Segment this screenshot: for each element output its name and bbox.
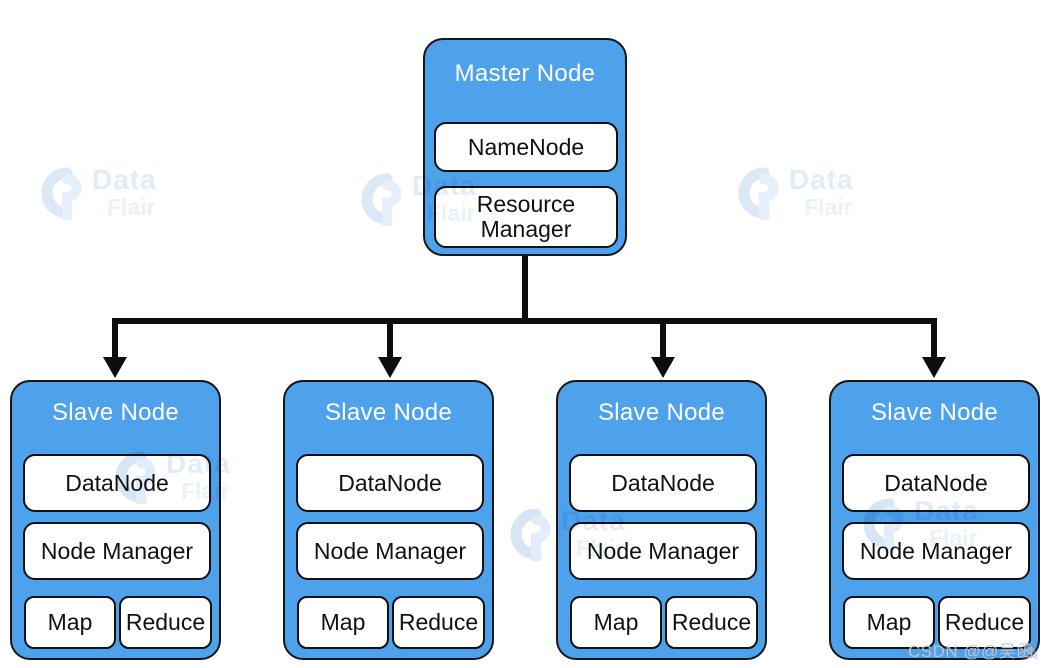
arrow-down-icon <box>103 357 127 378</box>
node-manager-box: Node Manager <box>569 522 757 580</box>
slave-node-title: Slave Node <box>870 399 999 426</box>
dataflair-wordmark: Data Flair <box>92 164 157 220</box>
master-node-box: Master Node NameNode Resource Manager <box>423 38 627 256</box>
datanode-box: DataNode <box>569 454 757 512</box>
connector-master-stem <box>522 256 528 322</box>
namenode-box: NameNode <box>434 122 618 172</box>
slave-node-title: Slave Node <box>324 399 453 426</box>
arrow-down-icon <box>651 357 675 378</box>
dataflair-logo-icon <box>738 167 779 220</box>
dataflair-logo-icon <box>41 167 82 220</box>
map-box: Map <box>570 596 662 649</box>
dataflair-logo-icon <box>361 173 402 226</box>
connector-horizontal-bus <box>112 318 937 324</box>
connector-drop-2 <box>387 322 393 358</box>
slave-node-box-4: Slave Node DataNode Node Manager Map Red… <box>829 380 1040 660</box>
slave-node-title: Slave Node <box>597 399 726 426</box>
map-box: Map <box>297 596 389 649</box>
connector-drop-4 <box>931 322 937 358</box>
csdn-watermark: CSDN @@吴函 <box>908 642 1034 661</box>
slave-node-box-3: Slave Node DataNode Node Manager Map Red… <box>556 380 767 660</box>
master-node-title: Master Node <box>454 60 596 87</box>
resource-manager-box: Resource Manager <box>434 186 618 248</box>
dataflair-watermark: Data Flair <box>733 166 854 220</box>
map-box: Map <box>843 596 935 649</box>
reduce-box: Reduce <box>119 596 212 649</box>
arrow-down-icon <box>922 357 946 378</box>
node-manager-box: Node Manager <box>296 522 484 580</box>
pen-icon: ✎ <box>1024 643 1042 666</box>
node-manager-box: Node Manager <box>23 522 211 580</box>
slave-node-title: Slave Node <box>51 399 180 426</box>
connector-drop-1 <box>112 322 118 358</box>
dataflair-logo-icon <box>510 508 551 561</box>
slave-node-box-2: Slave Node DataNode Node Manager Map Red… <box>283 380 494 660</box>
slave-node-box-1: Slave Node DataNode Node Manager Map Red… <box>10 380 221 660</box>
dataflair-wordmark: Data Flair <box>789 164 854 220</box>
reduce-box: Reduce <box>392 596 485 649</box>
connector-drop-3 <box>660 322 666 358</box>
datanode-box: DataNode <box>296 454 484 512</box>
reduce-box: Reduce <box>665 596 758 649</box>
reduce-box: Reduce <box>938 596 1031 649</box>
datanode-box: DataNode <box>842 454 1030 512</box>
arrow-down-icon <box>378 357 402 378</box>
dataflair-watermark: Data Flair <box>36 166 157 220</box>
map-box: Map <box>24 596 116 649</box>
node-manager-box: Node Manager <box>842 522 1030 580</box>
datanode-box: DataNode <box>23 454 211 512</box>
